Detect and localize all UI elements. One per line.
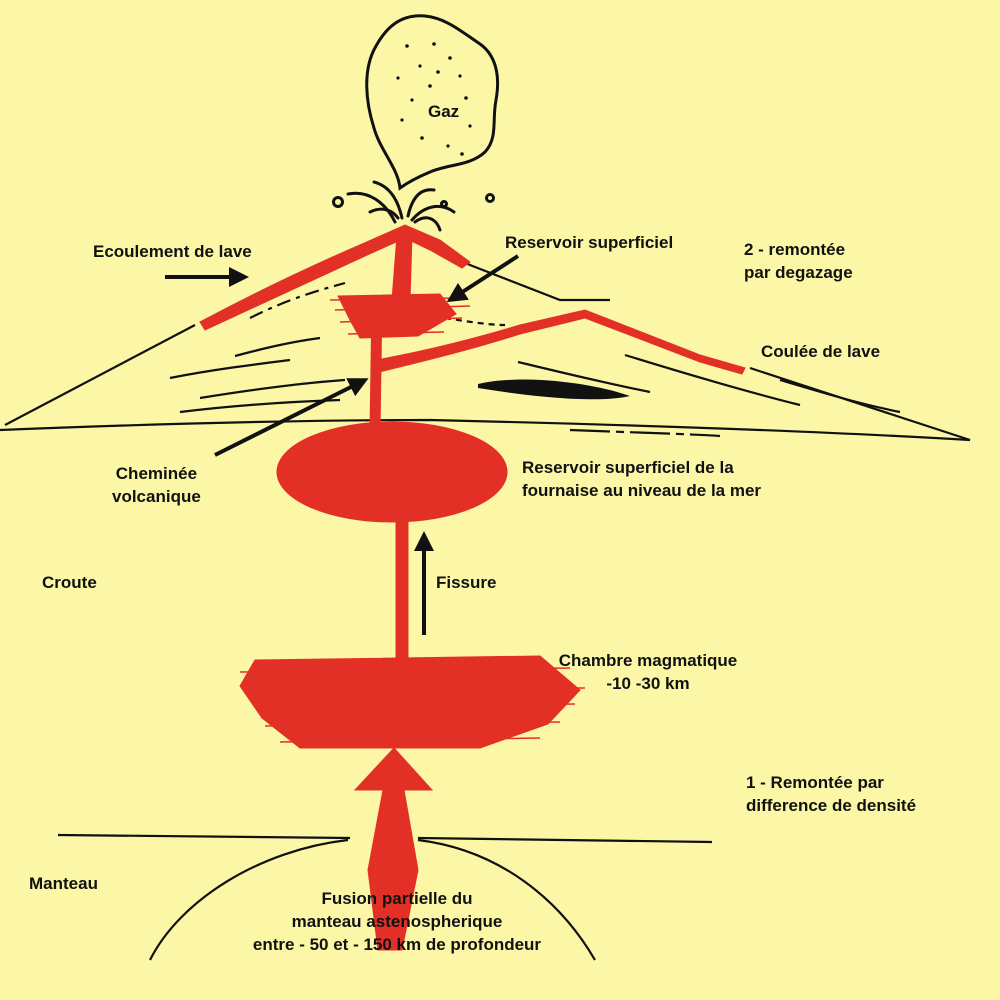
magma-chamber-label: Chambre magmatique -10 -30 km (538, 649, 758, 695)
conduit-label-line-1: Cheminée (115, 464, 198, 483)
sea-level-reservoir-label-line-2: fournaise au niveau de la mer (522, 481, 762, 500)
partial-melting-label-line-3: entre - 50 et - 150 km de profondeur (252, 935, 542, 954)
solidified-lava-lens (478, 379, 630, 400)
magma-chamber-label-line-1: Chambre magmatique (558, 651, 738, 670)
density-rise-label-line-2: difference de densité (746, 796, 917, 815)
conduit-label: Cheminée volcanique (112, 462, 201, 508)
conduit-label-line-2: volcanique (112, 487, 201, 506)
magma-system (199, 224, 746, 951)
degassing-label-line-1: 2 - remontée (744, 240, 846, 259)
partial-melting-label: Fusion partielle du manteau astenospheri… (212, 887, 582, 956)
shallow-reservoir-label: Reservoir superficiel (505, 233, 674, 252)
arrow-right-icon (446, 254, 520, 303)
lava-flow-top-label: Ecoulement de lave (93, 242, 252, 261)
partial-melting-label-line-2: manteau astenospherique (291, 912, 503, 931)
partial-melting-label-line-1: Fusion partielle du (321, 889, 473, 908)
moho-boundary (57, 833, 713, 961)
degassing-label-line-2: par degazage (744, 263, 853, 282)
eruption-spray-icon (332, 180, 495, 232)
mantle-label: Manteau (29, 874, 98, 893)
crust-label: Croute (42, 573, 97, 592)
gas-plume-icon (365, 14, 500, 191)
gas-label: Gaz (428, 102, 460, 121)
magma-chamber-label-line-2: -10 -30 km (606, 674, 690, 693)
degassing-label: 2 - remontée par degazage (744, 238, 853, 284)
fissure-label: Fissure (436, 573, 497, 592)
sea-level-reservoir-label: Reservoir superficiel de la fournaise au… (522, 456, 761, 502)
sea-level-reservoir-label-line-1: Reservoir superficiel de la (522, 458, 734, 477)
density-rise-label-line-1: 1 - Remontée par (746, 773, 884, 792)
pointer-arrows (165, 254, 520, 635)
arrow-right-icon (214, 378, 369, 457)
lava-flow-side-label: Coulée de lave (761, 342, 881, 361)
density-rise-label: 1 - Remontée par difference de densité (746, 771, 916, 817)
